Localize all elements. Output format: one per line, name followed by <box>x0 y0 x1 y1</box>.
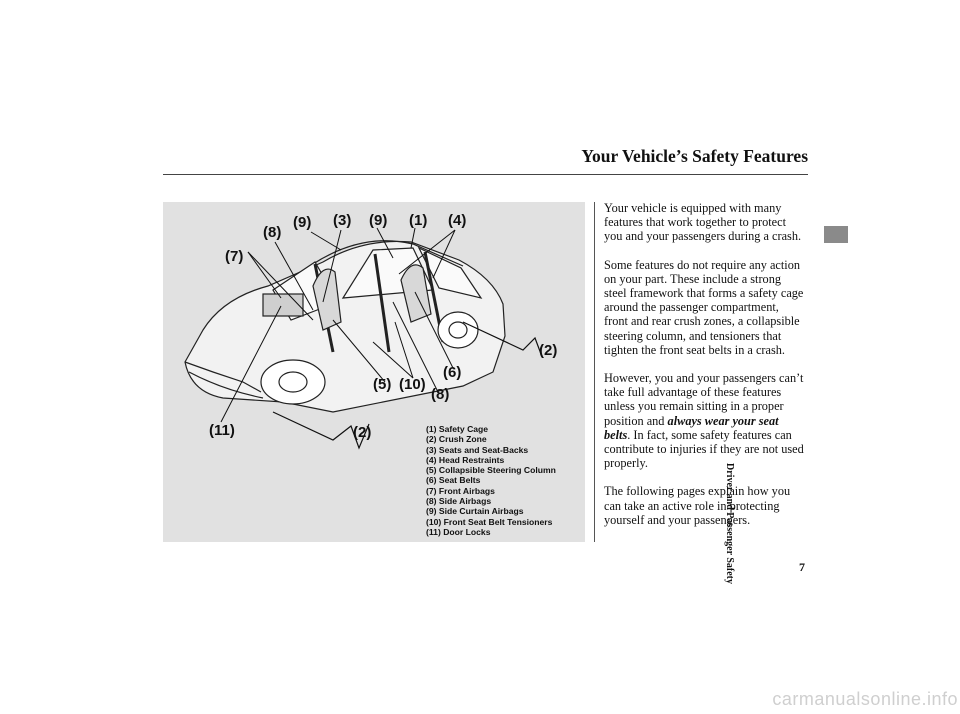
leader-6 <box>414 291 454 369</box>
body-text: Your vehicle is equipped with many featu… <box>604 201 804 541</box>
paragraph-following-pages: The following pages explain how you can … <box>604 484 791 527</box>
front-wheel-hub <box>278 371 308 393</box>
callout-8: (8) <box>263 224 282 241</box>
paragraph-seat-belts-end: . In fact, some safety features can cont… <box>604 427 804 471</box>
leader-8a <box>274 241 314 311</box>
engine-block <box>262 293 304 317</box>
legend-item: (8) Side Airbags <box>426 496 492 507</box>
paragraph-seat-belts-start: However, you and your passengers can’t t… <box>604 371 804 428</box>
callout-6: (6) <box>443 364 462 381</box>
paragraph-passive-features: Some features do not require any action … <box>604 257 804 357</box>
figure-legend: (1) Safety Cage (2) Crush Zone (3) Seats… <box>426 424 556 537</box>
front-seat <box>312 268 342 331</box>
callout-11: (11) <box>209 422 235 439</box>
page-number: 7 <box>799 560 805 574</box>
roof-line <box>312 240 464 267</box>
leader-1 <box>410 227 416 249</box>
leader-10a <box>372 341 414 379</box>
leader-9a <box>310 231 342 251</box>
front-bumper <box>188 371 264 399</box>
callout-3: (3) <box>333 212 352 229</box>
callout-9-b: (9) <box>369 212 388 229</box>
leader-3 <box>322 229 342 303</box>
leader-10b <box>394 321 414 379</box>
leader-7b <box>247 251 314 321</box>
legend-item: (5) Collapsible Steering Column <box>426 465 556 476</box>
callout-7: (7) <box>225 248 244 265</box>
legend-item: (4) Head Restraints <box>426 454 505 465</box>
section-label: Driver and Passenger Safety <box>724 463 735 585</box>
watermark: carmanualsonline.info <box>772 689 958 709</box>
legend-item: (3) Seats and Seat-Backs <box>426 444 529 455</box>
leader-11 <box>220 305 282 423</box>
rear-wheel <box>437 311 479 349</box>
leader-9b <box>376 227 394 259</box>
legend-item: (7) Front Airbags <box>426 485 495 496</box>
seat-belt-emphasis: always wear your seat belts <box>604 413 779 442</box>
front-grille <box>184 361 262 393</box>
front-wheel <box>260 359 326 405</box>
rear-wheel-hub <box>448 321 468 339</box>
leader-7a <box>247 251 282 299</box>
paragraph-intro: Your vehicle is equipped with many featu… <box>604 201 802 244</box>
callout-5: (5) <box>373 376 392 393</box>
callout-2-rear: (2) <box>539 342 558 359</box>
legend-item: (1) Safety Cage <box>426 424 489 434</box>
legend-item: (6) Seat Belts <box>426 475 481 486</box>
leader-8b <box>392 301 439 393</box>
b-pillar <box>373 253 391 353</box>
title-rule <box>163 174 808 175</box>
leader-5 <box>332 319 386 383</box>
callout-10: (10) <box>399 376 426 393</box>
section-tab-marker <box>824 226 848 243</box>
crush-zone-arrow-front <box>272 411 370 450</box>
callout-4: (4) <box>448 212 467 229</box>
legend-item: (9) Side Curtain Airbags <box>426 506 524 517</box>
car-cutaway-illustration <box>184 227 542 450</box>
page-title: Your Vehicle’s Safety Features <box>581 146 808 166</box>
legend-item: (11) Door Locks <box>426 526 491 537</box>
crush-zone-arrow-rear <box>462 321 542 355</box>
leader-4b <box>432 229 456 279</box>
leader-4a <box>398 229 456 275</box>
callout-1: (1) <box>409 212 428 229</box>
safety-features-figure: (8) (9) (3) (9) (1) (4) (7) (2) (6) (5) … <box>163 202 585 542</box>
column-divider <box>594 202 595 542</box>
paragraph-seat-belts: However, you and your passengers can’t t… <box>604 371 804 470</box>
legend-item: (2) Crush Zone <box>426 434 487 445</box>
callout-2-front: (2) <box>353 424 372 441</box>
callout-9: (9) <box>293 214 312 231</box>
callout-8-b: (8) <box>431 386 450 403</box>
legend-item: (10) Front Seat Belt Tensioners <box>426 516 553 527</box>
